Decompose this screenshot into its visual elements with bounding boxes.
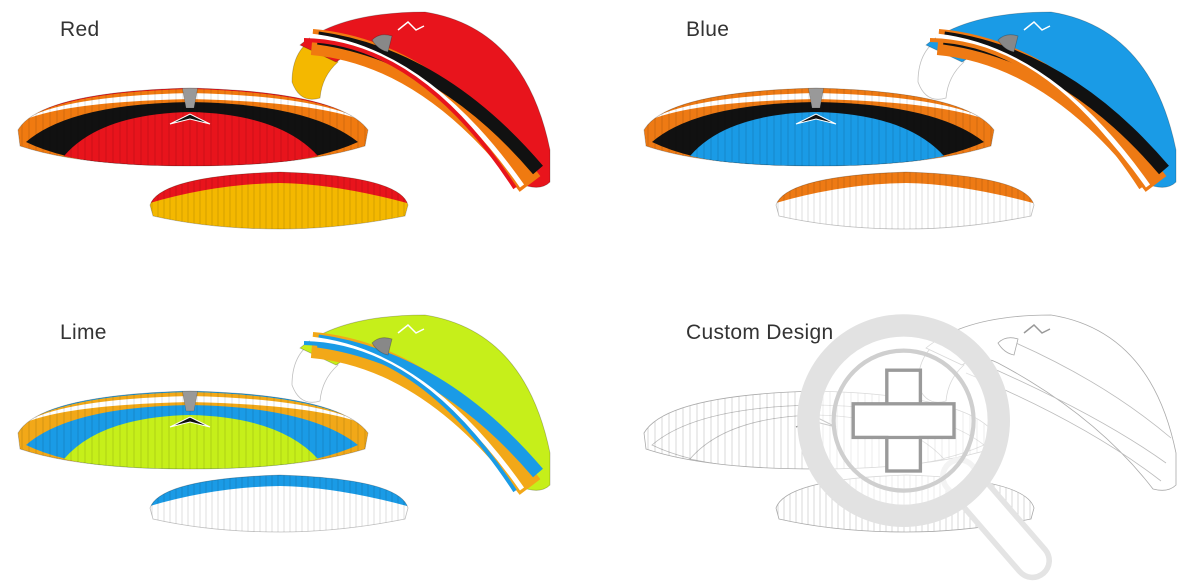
wing-top-logo <box>169 416 211 428</box>
wing-side-logo <box>1023 20 1051 31</box>
wing-bottom-leading-edge <box>150 475 408 509</box>
zoom-in-icon[interactable] <box>626 303 1192 583</box>
color-option-custom-design[interactable]: Custom Design <box>626 303 1192 583</box>
option-label: Red <box>60 18 100 41</box>
wing-top-rim <box>20 396 366 425</box>
wing-side-centre-band <box>371 337 393 356</box>
wing-top-centre-band <box>181 391 199 412</box>
option-label: Blue <box>686 18 730 41</box>
wing-side-centre-band <box>371 34 393 53</box>
wing-top-outline <box>17 390 369 470</box>
wing-side-logo <box>397 20 425 31</box>
wing-top-logo <box>795 113 837 125</box>
wing-side-logo <box>397 323 425 334</box>
wing-side-view <box>291 11 551 192</box>
wing-bottom-view <box>150 172 408 229</box>
wing-side-view <box>917 11 1177 192</box>
wing-side-leading-edge <box>303 38 517 190</box>
wing-top-centre-band <box>807 88 825 109</box>
wing-top-main <box>690 112 944 166</box>
wing-top-main <box>64 415 318 469</box>
paraglider-blue-illustration <box>643 11 1177 230</box>
wing-side-view <box>291 314 551 495</box>
wing-side-leading-edge <box>303 341 517 493</box>
wing-top-outline <box>643 87 995 167</box>
color-option-red[interactable]: Red <box>0 0 600 280</box>
wing-bottom-outline <box>149 171 409 230</box>
wing-side-centre-band <box>997 337 1019 356</box>
color-option-lime[interactable]: Lime <box>0 303 600 583</box>
wing-side-white-stripe <box>935 33 1151 188</box>
paraglider-lime-illustration <box>17 314 551 533</box>
wing-top-view <box>18 391 368 469</box>
option-label: Lime <box>60 321 107 344</box>
wing-side-white-stripe <box>309 33 525 188</box>
wing-top-main <box>64 112 318 166</box>
wing-side-white-stripe <box>309 336 525 491</box>
paraglider-red-illustration <box>17 11 551 230</box>
wing-top-outline <box>17 87 369 167</box>
wing-side-logo <box>1023 323 1051 334</box>
wing-side-centre-band <box>997 34 1019 53</box>
wing-side-leading-edge <box>929 38 1143 190</box>
option-label: Custom Design <box>686 321 834 344</box>
wing-top-rim <box>20 93 366 122</box>
wing-top-centre-band <box>181 88 199 109</box>
wing-bottom-outline <box>775 171 1035 230</box>
wing-bottom-leading-edge <box>150 172 408 206</box>
wing-top-rim <box>646 93 992 122</box>
color-option-blue[interactable]: Blue <box>626 0 1192 280</box>
wing-bottom-outline <box>149 474 409 533</box>
wing-bottom-view <box>150 475 408 532</box>
wing-bottom-leading-edge <box>776 172 1034 206</box>
wing-top-logo <box>169 113 211 125</box>
